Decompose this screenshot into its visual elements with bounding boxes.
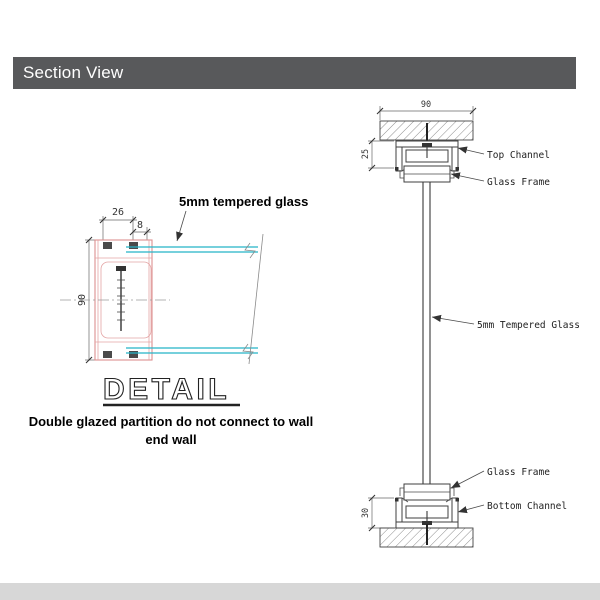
label-bottom-channel: Bottom Channel — [487, 501, 567, 512]
bottom-channel — [395, 497, 459, 529]
dim-top-width: 90 — [376, 100, 477, 120]
dim-25-value: 25 — [361, 149, 371, 159]
label-glass-frame-bottom: Glass Frame — [487, 467, 550, 478]
glass-frame-top — [399, 165, 455, 183]
footer-strip — [0, 583, 600, 600]
detail-drawing: 5mm tempered glass 26 8 — [29, 194, 314, 447]
glass-pane — [422, 182, 431, 484]
label-glass-frame-top: Glass Frame — [487, 177, 550, 188]
section-header-bar: Section View — [13, 57, 576, 89]
leader-glass — [431, 314, 475, 325]
leader-top-channel — [457, 146, 485, 155]
glass-callout-label: 5mm tempered glass — [179, 194, 308, 209]
break-line — [242, 233, 264, 365]
glass-panes-plan — [126, 246, 258, 354]
glass-callout-arrow — [176, 210, 187, 242]
gasket — [129, 242, 138, 249]
top-channel — [395, 140, 459, 172]
leader-bottom-channel — [457, 504, 485, 514]
gasket — [129, 351, 138, 358]
page-title: Section View — [23, 63, 124, 82]
dim-8: 8 — [129, 220, 151, 240]
dim-26-value: 26 — [112, 207, 124, 218]
dim-30-value: 30 — [361, 508, 371, 518]
dim-top-channel-height: 25 — [361, 137, 394, 172]
caption-line2: end wall — [145, 432, 196, 447]
section-labels: Top Channel Glass Frame 5mm Tempered Gla… — [431, 146, 580, 514]
section-view-drawing: 90 25 — [361, 100, 580, 548]
dim-bottom-channel-height: 30 — [361, 494, 394, 532]
glass-frame-bottom — [399, 483, 455, 501]
detail-title: DETAIL — [103, 373, 230, 406]
gasket — [103, 242, 112, 249]
leader-glass-frame-top — [450, 172, 485, 182]
caption-line1: Double glazed partition do not connect t… — [29, 414, 314, 429]
gasket — [103, 351, 112, 358]
dim-26: 26 — [99, 207, 137, 240]
dim-8-value: 8 — [137, 220, 143, 231]
bottom-slab — [379, 524, 474, 548]
leader-glass-frame-bottom — [450, 470, 485, 489]
label-top-channel: Top Channel — [487, 150, 550, 161]
dim-top-width-value: 90 — [421, 100, 431, 110]
fixing-screw — [116, 266, 126, 331]
label-glass: 5mm Tempered Glass — [477, 320, 580, 331]
